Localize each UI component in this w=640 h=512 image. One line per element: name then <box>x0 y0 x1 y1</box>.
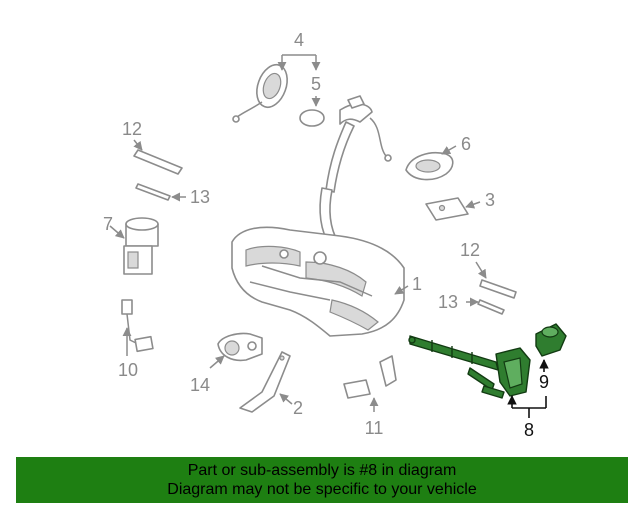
part-2-strap <box>239 351 293 413</box>
part-10-level-sender <box>121 299 154 356</box>
callout-10: 10 <box>118 360 138 380</box>
callout-14: 14 <box>190 375 210 395</box>
part-3-access-plate <box>425 197 481 221</box>
callout-3: 3 <box>485 190 495 210</box>
callout-4-leader <box>277 54 321 71</box>
callout-4: 4 <box>294 30 304 50</box>
filler-neck <box>319 95 392 247</box>
callout-8-leader <box>507 395 547 418</box>
part-14-valve <box>209 332 263 369</box>
callout-2: 2 <box>293 398 303 418</box>
callout-13-lower: 13 <box>438 292 458 312</box>
parts-diagram: 4 5 1 6 3 <box>103 30 567 440</box>
banner-line-1: Part or sub-assembly is #8 in diagram <box>187 462 457 479</box>
part-8-highlighted-assembly <box>408 335 531 399</box>
info-banner: Part or sub-assembly is #8 in diagram Di… <box>16 457 628 503</box>
part-4-lock-ring <box>232 63 288 123</box>
callout-13-upper: 13 <box>190 187 210 207</box>
callout-6: 6 <box>461 134 471 154</box>
callout-8: 8 <box>524 420 534 440</box>
part-9-highlighted-connector <box>535 323 567 372</box>
part-12-gasket-lower <box>475 261 517 299</box>
callout-1-leader <box>394 285 409 295</box>
callout-5: 5 <box>311 74 321 94</box>
callout-7: 7 <box>103 214 113 234</box>
part-1-fuel-tank <box>231 226 405 337</box>
part-5-seal <box>299 96 325 127</box>
callout-11: 11 <box>365 418 384 438</box>
part-6-cover <box>405 145 457 181</box>
banner-line-2: Diagram may not be specific to your vehi… <box>167 481 477 498</box>
callout-12-upper: 12 <box>122 119 142 139</box>
part-13-seal-upper <box>135 183 186 202</box>
callout-9: 9 <box>539 372 549 392</box>
callout-1: 1 <box>412 274 422 294</box>
part-12-gasket-upper <box>133 139 183 175</box>
part-11-bracket <box>343 355 397 412</box>
part-7-pump-module <box>109 217 159 275</box>
callout-12-lower: 12 <box>460 240 480 260</box>
part-13-seal-lower <box>466 297 505 315</box>
